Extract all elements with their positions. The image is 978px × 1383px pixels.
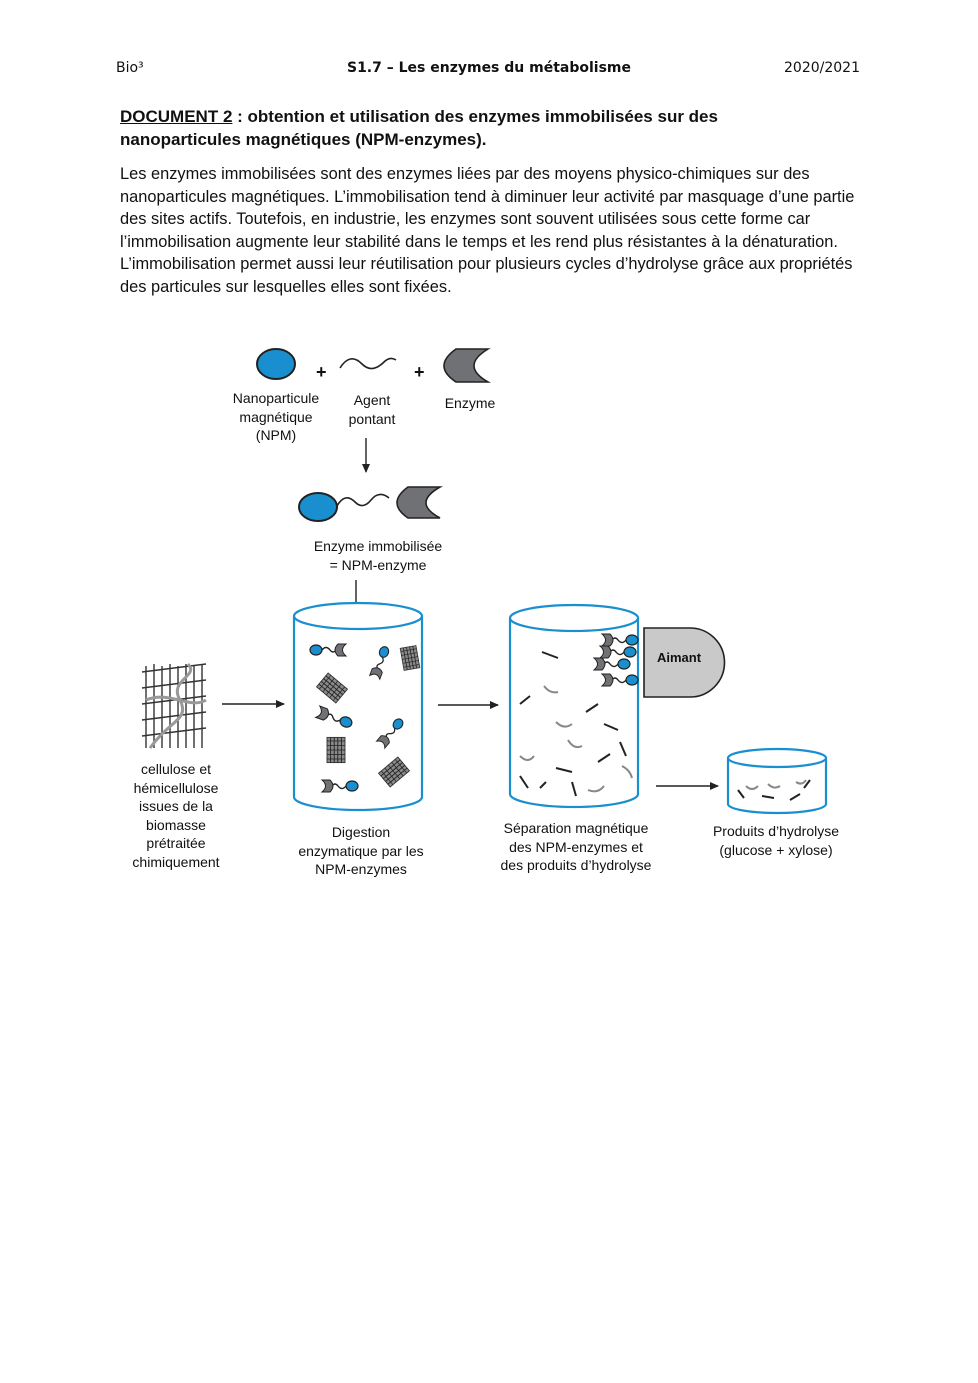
products-dish bbox=[728, 749, 826, 813]
enzyme-icon bbox=[444, 349, 488, 382]
separation-tank bbox=[510, 605, 638, 807]
cellulose-bundle-icon bbox=[142, 664, 206, 748]
enzyme-label: Enzyme bbox=[430, 394, 510, 413]
substrate-label: cellulose et hémicellulose issues de la … bbox=[120, 760, 232, 871]
agent-label: Agent pontant bbox=[332, 391, 412, 428]
immobilized-enzyme-label: Enzyme immobilisée = NPM-enzyme bbox=[298, 537, 458, 574]
bridging-agent-icon bbox=[340, 358, 396, 368]
digestion-tank bbox=[294, 603, 422, 810]
npm-label: Nanoparticule magnétique (NPM) bbox=[220, 389, 332, 445]
products-label: Produits d’hydrolyse (glucose + xylose) bbox=[700, 822, 852, 859]
magnet-label: Aimant bbox=[657, 650, 702, 665]
immobilized-enzyme-icon bbox=[299, 487, 440, 521]
npm-particle-icon bbox=[257, 349, 295, 379]
plus-sign-2: + bbox=[414, 362, 425, 382]
separation-label: Séparation magnétique des NPM-enzymes et… bbox=[486, 819, 666, 875]
digestion-label: Digestion enzymatique par les NPM-enzyme… bbox=[282, 823, 440, 879]
plus-sign-1: + bbox=[316, 362, 327, 382]
